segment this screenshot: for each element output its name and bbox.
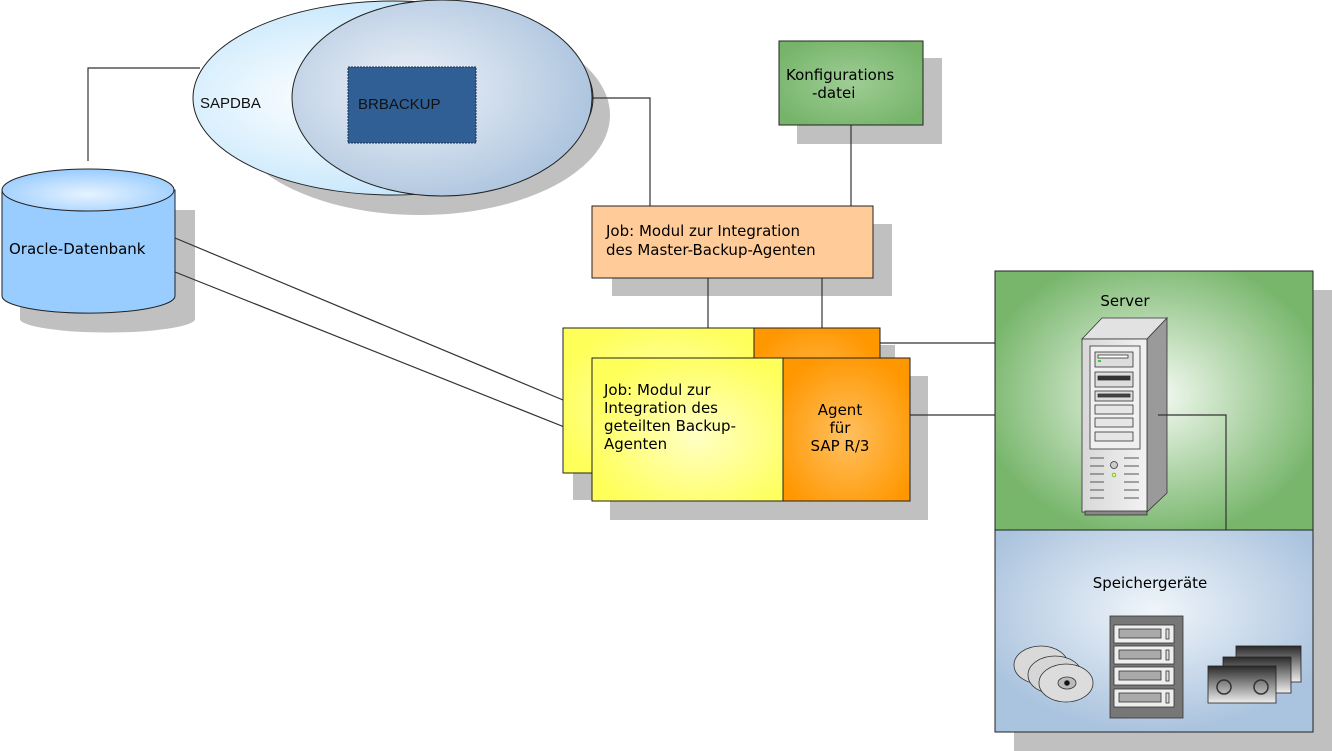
disk-array-icon (1109, 615, 1184, 719)
shared-job-label-line4: Agenten (604, 435, 667, 453)
oracle-database-label: Oracle-Datenbank (9, 240, 146, 258)
brbackup-node[interactable]: BRBACKUP (347, 66, 477, 144)
brbackup-label: BRBACKUP (358, 96, 441, 113)
shared-job-node[interactable]: Job: Modul zur Integration des geteilten… (591, 357, 784, 502)
sapdba-label: SAPDBA (200, 95, 261, 112)
shared-job-label-line1: Job: Modul zur (603, 381, 711, 399)
tape-cartridges-icon (1207, 645, 1302, 704)
connector-sapdba-oracle (87, 67, 200, 161)
shared-job-label-line2: Integration des (604, 399, 718, 417)
connector-oracle-job1 (174, 237, 564, 401)
server-panel[interactable]: Server (994, 270, 1314, 531)
connector-oracle-job2 (174, 271, 593, 439)
connector-server-storage-overlay (1158, 414, 1227, 530)
storage-panel[interactable]: Speichergeräte (994, 529, 1314, 733)
config-file-node[interactable]: Konfigurations -datei (778, 40, 924, 126)
sap-agent-label-line1: Agent (818, 401, 863, 419)
server-label: Server (1100, 292, 1150, 310)
sap-agent-node[interactable]: Agent für SAP R/3 (782, 357, 911, 502)
config-file-label-line2: -datei (812, 84, 855, 102)
sap-agent-label-line2: für (830, 419, 852, 437)
master-job-label-line2: des Master-Backup-Agenten (606, 241, 816, 259)
server-tower-icon (1081, 317, 1168, 516)
sap-agent-label-line3: SAP R/3 (811, 437, 870, 455)
oracle-database-node[interactable]: Oracle-Datenbank (1, 168, 176, 314)
optical-discs-icon (1013, 645, 1094, 703)
master-job-label-line1: Job: Modul zur Integration (605, 222, 800, 240)
config-file-label-line1: Konfigurations (786, 66, 894, 84)
storage-label: Speichergeräte (1093, 574, 1208, 592)
shared-job-label-line3: geteilten Backup- (604, 417, 736, 435)
master-job-node[interactable]: Job: Modul zur Integration des Master-Ba… (591, 205, 874, 279)
